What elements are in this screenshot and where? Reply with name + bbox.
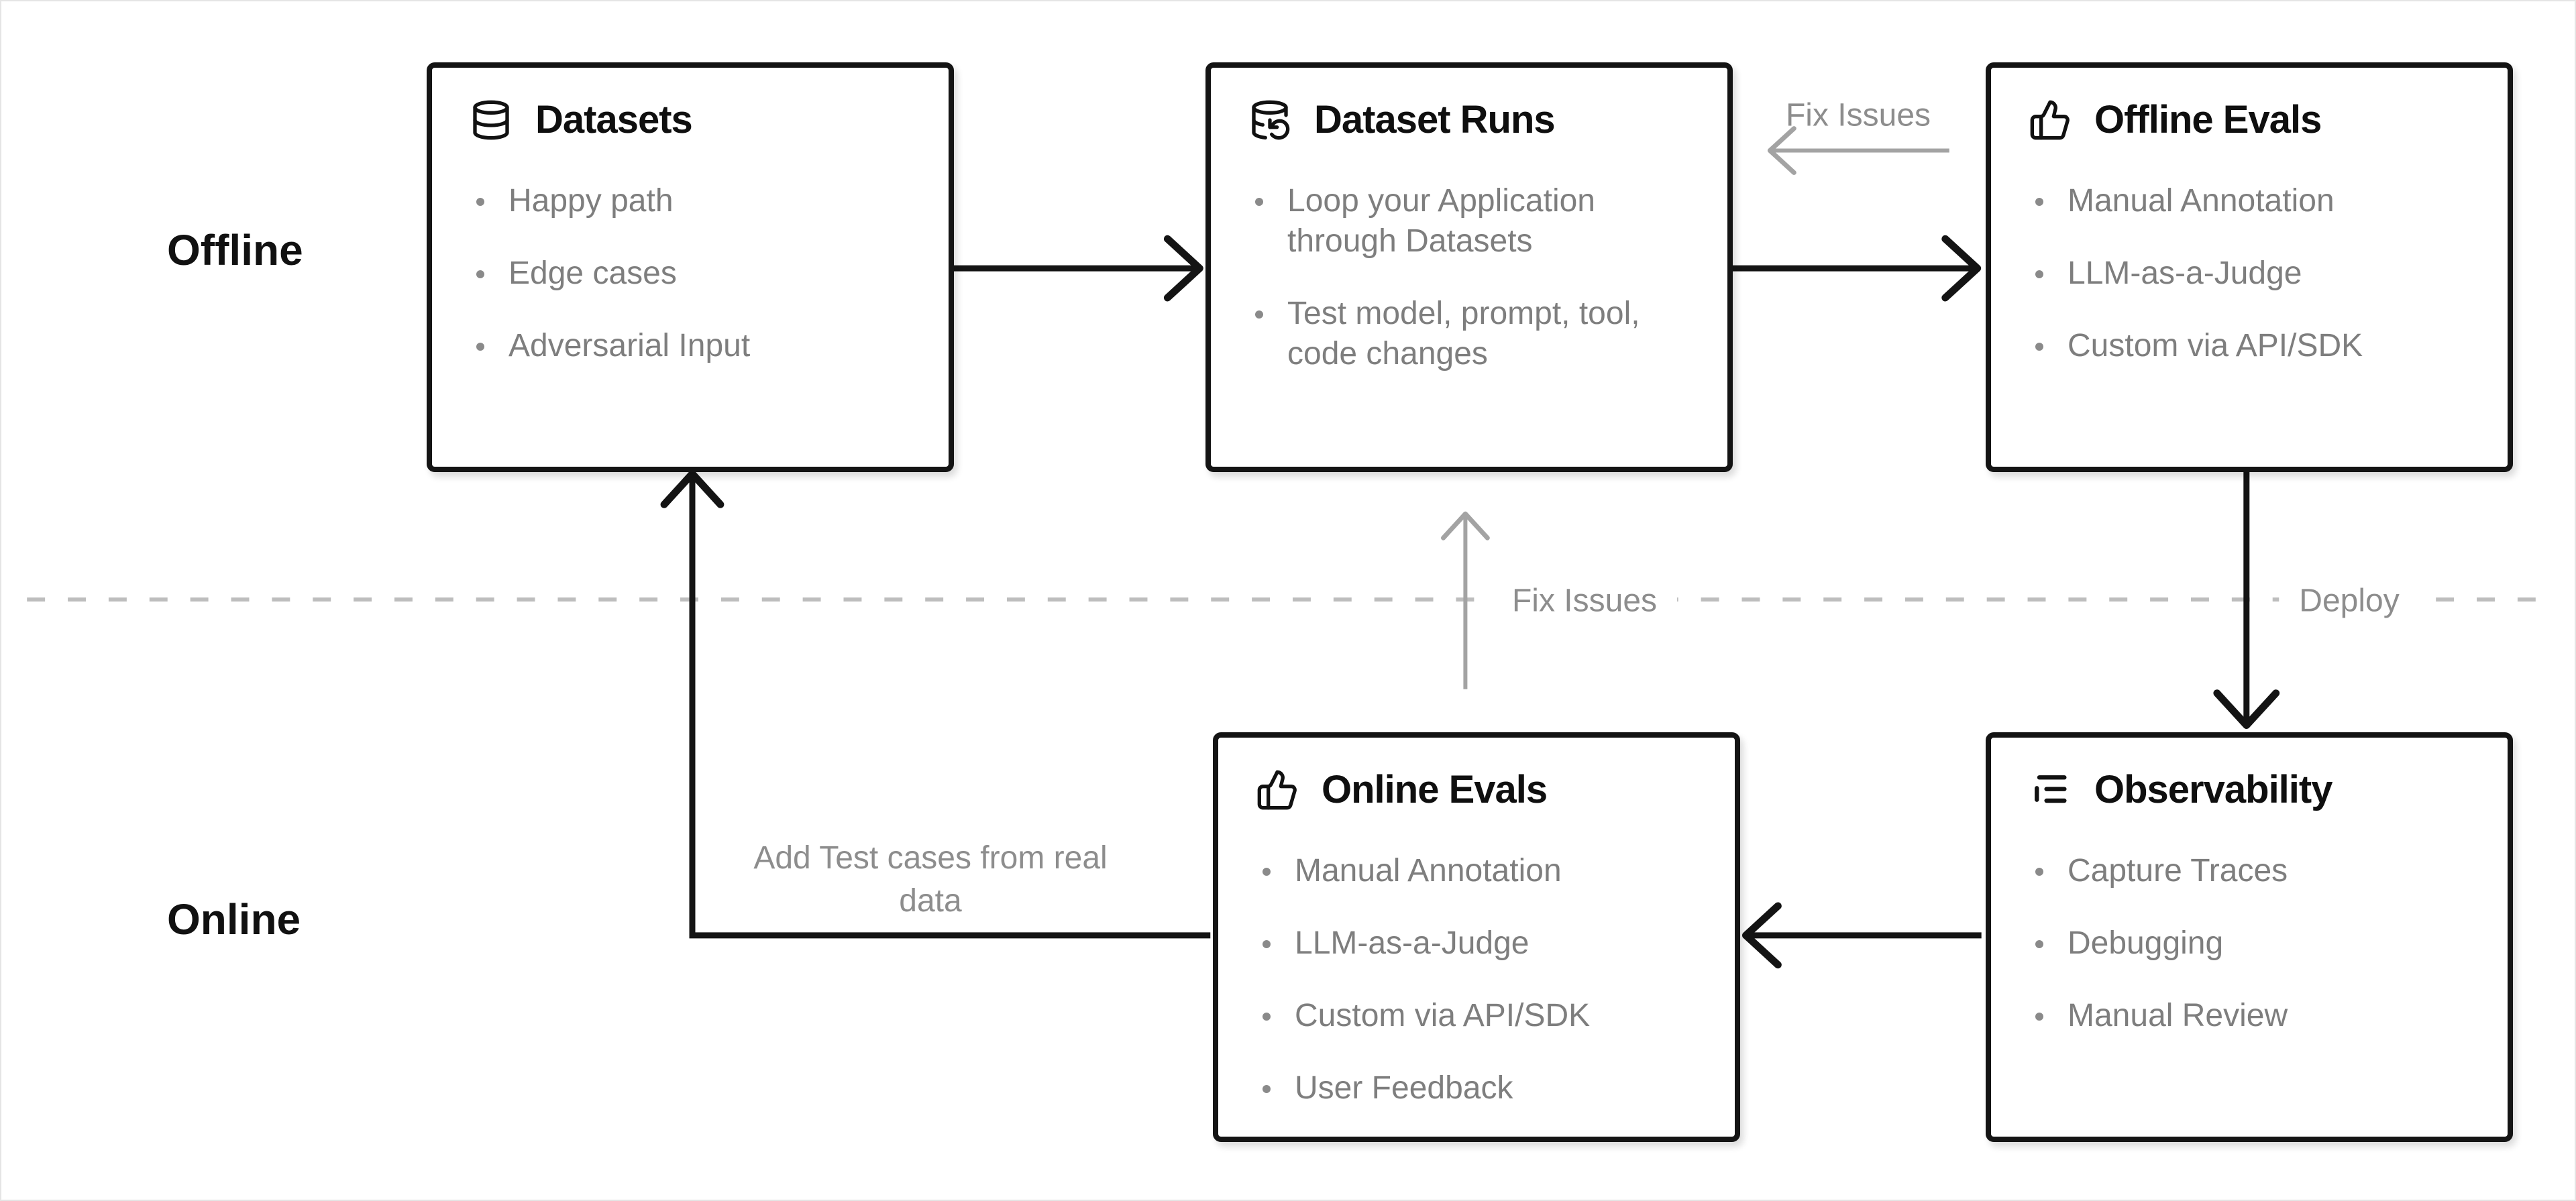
- thumbs-up-icon: [2029, 99, 2072, 141]
- database-icon: [470, 99, 513, 141]
- arrow-observability-to-online-evals: [1741, 902, 1982, 969]
- node-observability-header: Observability: [2029, 767, 2470, 812]
- list-tree-icon: [2029, 768, 2072, 811]
- list-item: Happy path: [470, 181, 911, 221]
- node-datasets-list: Happy path Edge cases Adversarial Input: [470, 181, 911, 366]
- list-item: LLM-as-a-Judge: [2029, 253, 2470, 294]
- node-dataset-runs: Dataset Runs Loop your Application throu…: [1205, 62, 1733, 472]
- list-item: LLM-as-a-Judge: [1256, 923, 1697, 964]
- node-datasets-title: Datasets: [535, 98, 693, 141]
- list-item: Custom via API/SDK: [2029, 326, 2470, 366]
- node-offline-evals-header: Offline Evals: [2029, 97, 2470, 142]
- list-item: Test model, prompt, tool, code changes: [1248, 294, 1690, 374]
- node-online-evals-list: Manual Annotation LLM-as-a-Judge Custom …: [1256, 851, 1697, 1108]
- thumbs-up-icon: [1256, 768, 1299, 811]
- arrow-dataset-runs-to-offline-evals: [1729, 235, 1982, 302]
- list-item: Debugging: [2029, 923, 2470, 964]
- list-item: Manual Annotation: [1256, 851, 1697, 891]
- node-datasets-header: Datasets: [470, 97, 911, 142]
- edge-label-deploy: Deploy: [2279, 582, 2420, 620]
- list-item: User Feedback: [1256, 1068, 1697, 1108]
- list-item: Custom via API/SDK: [1256, 996, 1697, 1036]
- list-item: Edge cases: [470, 253, 911, 294]
- node-observability-title: Observability: [2094, 768, 2332, 811]
- list-item: Manual Annotation: [2029, 181, 2470, 221]
- node-observability: Observability Capture Traces Debugging M…: [1986, 732, 2513, 1142]
- node-offline-evals-list: Manual Annotation LLM-as-a-Judge Custom …: [2029, 181, 2470, 366]
- database-backup-icon: [1248, 99, 1291, 141]
- node-offline-evals-title: Offline Evals: [2094, 98, 2322, 141]
- edge-label-fix-issues-top: Fix Issues: [1785, 97, 1931, 133]
- edge-label-add-test-cases: Add Test cases from real data: [753, 840, 1108, 919]
- list-item: Adversarial Input: [470, 326, 911, 366]
- node-offline-evals: Offline Evals Manual Annotation LLM-as-a…: [1986, 62, 2513, 472]
- node-datasets: Datasets Happy path Edge cases Adversari…: [427, 62, 954, 472]
- row-label-offline: Offline: [167, 226, 303, 274]
- row-label-online: Online: [167, 895, 301, 943]
- node-online-evals: Online Evals Manual Annotation LLM-as-a-…: [1213, 732, 1740, 1142]
- node-observability-list: Capture Traces Debugging Manual Review: [2029, 851, 2470, 1036]
- list-item: Manual Review: [2029, 996, 2470, 1036]
- node-dataset-runs-title: Dataset Runs: [1314, 98, 1556, 141]
- list-item: Capture Traces: [2029, 851, 2470, 891]
- list-item: Loop your Application through Datasets: [1248, 181, 1690, 262]
- node-dataset-runs-header: Dataset Runs: [1248, 97, 1690, 142]
- node-online-evals-header: Online Evals: [1256, 767, 1697, 812]
- arrow-offline-evals-to-observability: [2213, 471, 2280, 730]
- node-online-evals-title: Online Evals: [1322, 768, 1548, 811]
- arrow-datasets-to-dataset-runs: [953, 235, 1203, 302]
- arrow-fix-issues-middle: [1440, 511, 1490, 689]
- edge-label-fix-issues-middle: Fix Issues: [1491, 582, 1678, 620]
- node-dataset-runs-list: Loop your Application through Datasets T…: [1248, 181, 1690, 374]
- arrow-fix-issues-top: [1767, 126, 1949, 175]
